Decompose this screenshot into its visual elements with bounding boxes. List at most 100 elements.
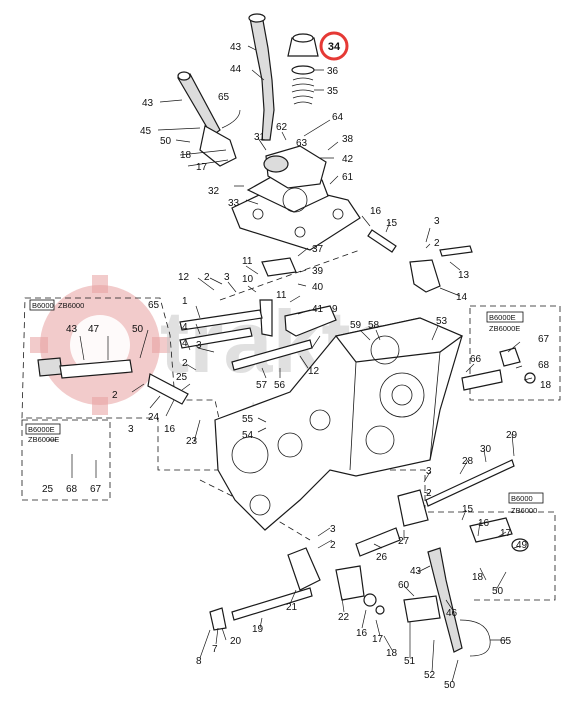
callout: 47 xyxy=(88,324,100,335)
callout: 36 xyxy=(327,66,339,77)
callout: 12 xyxy=(308,366,320,377)
callout: 65 xyxy=(148,300,160,311)
variant-box-lower-right: B6000 ZB6000 xyxy=(508,492,544,515)
callout: 61 xyxy=(342,172,354,183)
callout: 4 xyxy=(182,322,188,333)
callout: 41 xyxy=(312,304,324,315)
callout: 50 xyxy=(132,324,144,335)
callout: 63 xyxy=(296,138,308,149)
callout: 59 xyxy=(350,320,362,331)
callout: 3 xyxy=(434,216,440,227)
callout: 54 xyxy=(242,430,254,441)
callout: 4 xyxy=(182,338,188,349)
shift-rod-lower xyxy=(355,459,529,557)
callout: 31 xyxy=(254,132,266,143)
callout: 26 xyxy=(376,552,388,563)
variant-shaft-left xyxy=(37,357,189,405)
callout: 1 xyxy=(182,296,188,307)
callout: 18 xyxy=(472,572,484,583)
callout: 3 xyxy=(128,424,134,435)
variant-box-left-line1: B6000 xyxy=(32,301,54,310)
shift-forks-middle xyxy=(179,257,337,371)
callout: 16 xyxy=(356,628,368,639)
shift-rod-upper-right xyxy=(367,229,473,293)
callout: 18 xyxy=(180,150,192,161)
callout: 43 xyxy=(230,42,242,53)
callout: 18 xyxy=(540,380,552,391)
callout: 46 xyxy=(446,608,458,619)
callout: 52 xyxy=(424,670,436,681)
boundary-line-a xyxy=(219,249,361,301)
callout: 56 xyxy=(274,380,286,391)
callout: 67 xyxy=(538,334,550,345)
callout: 65 xyxy=(218,92,230,103)
callout: 43 xyxy=(410,566,422,577)
callout: 24 xyxy=(148,412,160,423)
callout: 37 xyxy=(312,244,324,255)
callout: 8 xyxy=(196,656,202,667)
callout: 22 xyxy=(338,612,350,623)
highlight-marker-34[interactable]: 34 xyxy=(319,31,349,61)
variant-box-small-left: B6000E ZB6000E xyxy=(25,423,61,444)
highlight-ring xyxy=(319,31,349,61)
callout: 18 xyxy=(386,648,398,659)
callout: 11 xyxy=(276,290,287,301)
callout: 25 xyxy=(176,372,188,383)
variant-box-right-line1: B6000E xyxy=(489,313,516,322)
callout: 32 xyxy=(208,186,220,197)
callout: 28 xyxy=(462,456,474,467)
callout: 2 xyxy=(182,358,188,369)
callout: 13 xyxy=(458,270,470,281)
variant-region-small xyxy=(21,419,111,501)
callout: 9 xyxy=(332,304,338,315)
callout: 14 xyxy=(456,292,468,303)
callout: 27 xyxy=(398,536,410,547)
highlight-label: 34 xyxy=(328,41,341,53)
callout: 19 xyxy=(252,624,264,635)
callout: 33 xyxy=(228,198,240,209)
callout: 2 xyxy=(434,238,440,249)
rubber-boot-part xyxy=(287,33,319,105)
variant-box-lower-right-line1: B6000 xyxy=(511,494,533,503)
callout: 15 xyxy=(462,504,474,515)
callout: 16 xyxy=(370,206,382,217)
top-cover-housing xyxy=(231,145,361,251)
callout: 66 xyxy=(470,354,482,365)
callout: 3 xyxy=(196,340,202,351)
callout: 40 xyxy=(312,282,324,293)
variant-box-small-line1: B6000E xyxy=(28,425,55,434)
callout: 65 xyxy=(500,636,512,647)
callout: 39 xyxy=(312,266,324,277)
callout: 3 xyxy=(330,524,336,535)
callout: 43 xyxy=(142,98,154,109)
watermark-gear-icon xyxy=(30,275,170,415)
shift-lever-lower xyxy=(403,547,491,657)
callout: 50 xyxy=(444,680,456,691)
callout: 58 xyxy=(368,320,380,331)
callout: 25 xyxy=(42,484,54,495)
callout: 17 xyxy=(500,528,512,539)
callout: 60 xyxy=(398,580,410,591)
variant-box-right: B6000E ZB6000E xyxy=(486,311,524,333)
callout: 17 xyxy=(372,634,384,645)
callout: 2 xyxy=(330,540,336,551)
variant-box-right-line2: ZB6000E xyxy=(489,324,520,333)
callout: 42 xyxy=(342,154,354,165)
callout: 29 xyxy=(506,430,518,441)
callout: 30 xyxy=(480,444,492,455)
callout: 16 xyxy=(164,424,176,435)
callout: 44 xyxy=(230,64,242,75)
callout: 2 xyxy=(204,272,210,283)
callout: 43 xyxy=(66,324,78,335)
callout: 51 xyxy=(404,656,416,667)
callout: 11 xyxy=(242,256,253,267)
gearbox-housing xyxy=(214,317,464,531)
callout: 57 xyxy=(256,380,268,391)
callout: 21 xyxy=(286,602,298,613)
variant-region-right xyxy=(469,305,561,401)
variant-box-left: B6000 ZB6000 xyxy=(29,299,84,311)
callout: 68 xyxy=(538,360,550,371)
callout: 62 xyxy=(276,122,288,133)
callout: 2 xyxy=(112,390,118,401)
callout: 3 xyxy=(224,272,230,283)
